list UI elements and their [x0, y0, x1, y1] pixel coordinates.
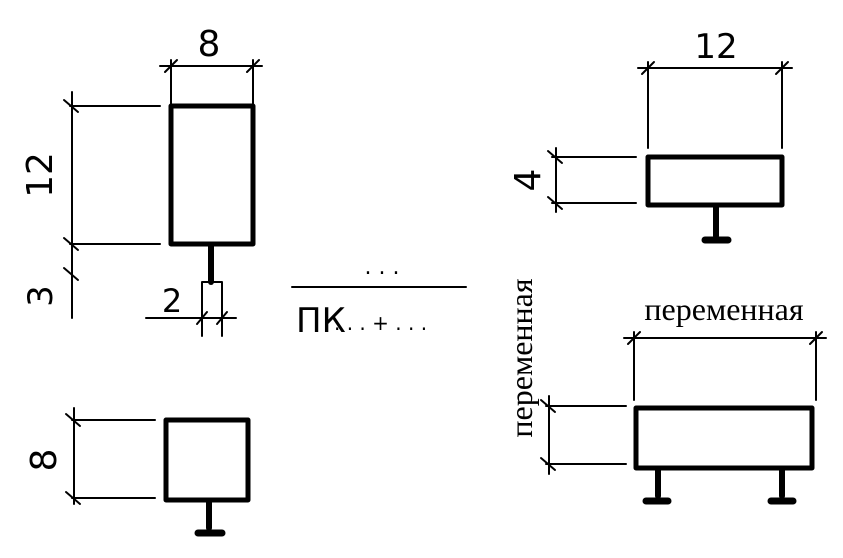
block-variable — [633, 405, 815, 471]
label-height-4: 4 — [508, 169, 549, 192]
dim-height-4 — [547, 147, 637, 213]
label-height-8: 8 — [24, 449, 65, 472]
label-height-variable: переменная — [503, 278, 539, 437]
dim-height-12 — [63, 91, 161, 319]
block-12x4 — [645, 154, 785, 208]
dim-width-variable — [623, 331, 827, 401]
label-stem-width-2: 2 — [162, 282, 182, 320]
pk-dots-bottom: . . . + . . . — [334, 311, 427, 335]
pk-marker: . . . ПК . . . + . . . — [291, 255, 467, 341]
label-height-12: 12 — [20, 152, 61, 198]
stem-foot-outline — [201, 281, 223, 337]
label-width-12: 12 — [694, 27, 737, 67]
figure-c: 12 4 — [508, 27, 793, 244]
label-stem-height-3: 3 — [21, 285, 61, 307]
dim-width-8 — [159, 59, 263, 105]
pk-label: ПК — [296, 301, 346, 341]
pk-dots-top: . . . — [365, 255, 400, 280]
figure-b: 8 — [24, 407, 251, 537]
label-width-8: 8 — [198, 24, 221, 65]
figure-d: переменная переменная — [503, 278, 827, 505]
block-8x8 — [163, 417, 251, 503]
block-8x12 — [168, 103, 256, 247]
figure-a: 8 12 3 2 — [20, 24, 263, 337]
dim-stem-width-2 — [145, 311, 237, 325]
dim-width-12 — [637, 61, 793, 149]
dim-height-variable — [540, 395, 627, 475]
dim-height-8 — [65, 407, 156, 505]
label-width-variable: переменная — [644, 291, 803, 327]
